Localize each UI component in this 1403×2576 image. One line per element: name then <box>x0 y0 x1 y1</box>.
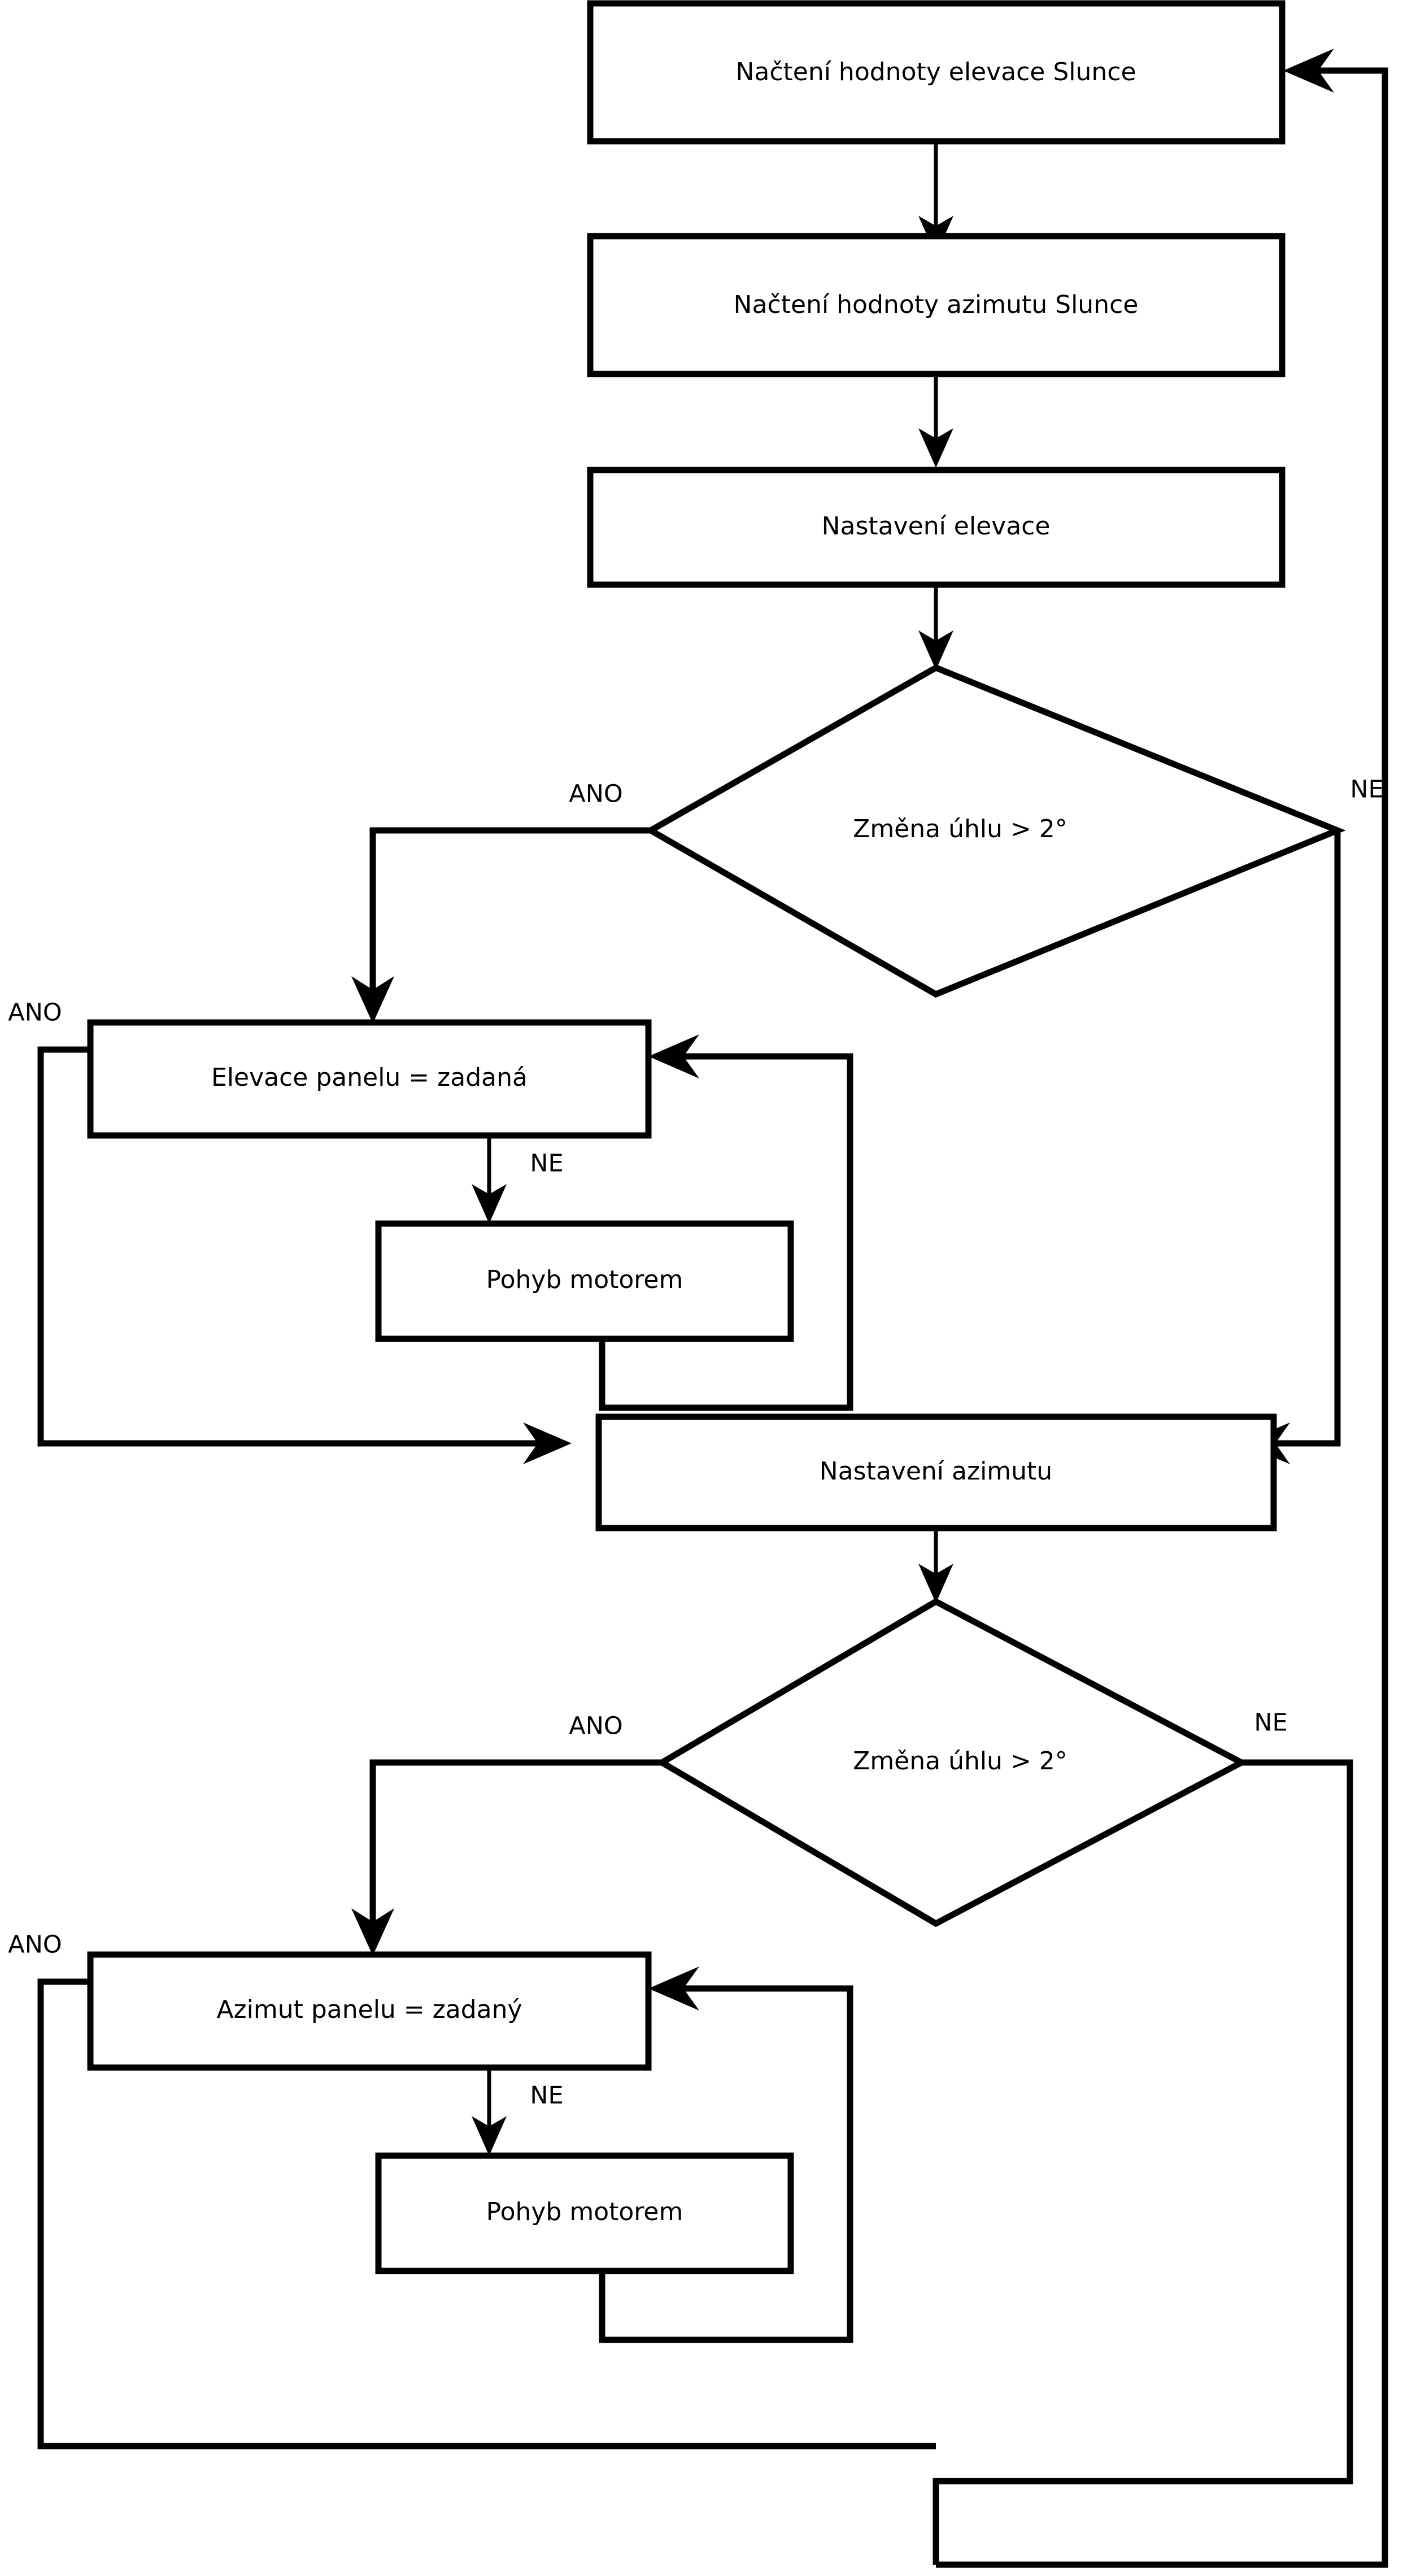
edge-panel-elevation-no <box>472 1135 507 1224</box>
edge-label-decision-elevation-yes: ANO <box>569 780 622 808</box>
node-read-elevation-label: Načtení hodnoty elevace Slunce <box>735 58 1136 86</box>
edge-panel-azimuth-yes <box>37 1978 936 2449</box>
node-read-azimuth[interactable]: Načtení hodnoty azimutu Slunce <box>587 233 1286 377</box>
edge-panel-elevation-yes <box>37 1046 572 1464</box>
edge-decision-azimuth-yes <box>351 1759 662 1956</box>
node-set-azimuth-label: Nastavení azimutu <box>820 1457 1052 1486</box>
edge-motor-elevation-loop-back <box>599 1034 853 1411</box>
node-panel-azimuth-check[interactable]: Azimut panelu = zadaný <box>87 1951 652 2071</box>
edge-label-panel-azimuth-no: NE <box>530 2082 563 2110</box>
node-panel-elevation-check-label: Elevace panelu = zadaná <box>211 1063 528 1092</box>
node-panel-azimuth-check-label: Azimut panelu = zadaný <box>216 1995 522 2024</box>
edge-label-panel-azimuth-yes: ANO <box>8 1931 62 1959</box>
edge-label-decision-azimuth-yes: ANO <box>569 1712 622 1740</box>
node-decision-elevation-label: Změna úhlu > 2° <box>853 815 1068 843</box>
edge-set-azimuth-to-decision-azimuth <box>918 1528 953 1603</box>
node-set-azimuth[interactable]: Nastavení azimutu <box>595 1413 1277 1531</box>
node-read-azimuth-label: Načtení hodnoty azimutu Slunce <box>734 290 1139 319</box>
edge-decision-elevation-yes <box>351 827 651 1024</box>
edge-label-decision-elevation-no: NE <box>1350 776 1383 804</box>
node-decision-azimuth[interactable]: Změna úhlu > 2° <box>656 1598 1248 1927</box>
node-motor-move-azimuth[interactable]: Pohyb motorem <box>375 2152 794 2274</box>
edge-read-azimuth-to-set-elevation <box>918 374 953 468</box>
edge-label-panel-elevation-yes: ANO <box>8 999 62 1027</box>
edge-panel-azimuth-no <box>472 2068 507 2156</box>
node-motor-move-elevation[interactable]: Pohyb motorem <box>375 1220 794 1342</box>
node-decision-elevation[interactable]: Změna úhlu > 2° <box>644 664 1346 998</box>
node-motor-move-elevation-label: Pohyb motorem <box>486 1265 683 1294</box>
edge-global-return-to-start <box>936 49 1388 2568</box>
node-read-elevation[interactable]: Načtení hodnoty elevace Slunce <box>587 0 1286 145</box>
node-set-elevation-label: Nastavení elevace <box>822 512 1051 541</box>
edge-decision-elevation-no <box>1241 830 1341 1464</box>
node-panel-elevation-check[interactable]: Elevace panelu = zadaná <box>87 1019 652 1139</box>
node-set-elevation[interactable]: Nastavení elevace <box>587 467 1286 588</box>
edge-set-elevation-to-decision-elevation <box>918 585 953 670</box>
edge-motor-azimuth-loop-back <box>599 1966 853 2343</box>
edge-decision-azimuth-no <box>933 1759 1353 2565</box>
node-motor-move-azimuth-label: Pohyb motorem <box>486 2198 683 2226</box>
node-decision-azimuth-label: Změna úhlu > 2° <box>853 1747 1068 1776</box>
edge-label-panel-elevation-no: NE <box>530 1150 563 1178</box>
edge-label-decision-azimuth-no: NE <box>1254 1709 1287 1737</box>
